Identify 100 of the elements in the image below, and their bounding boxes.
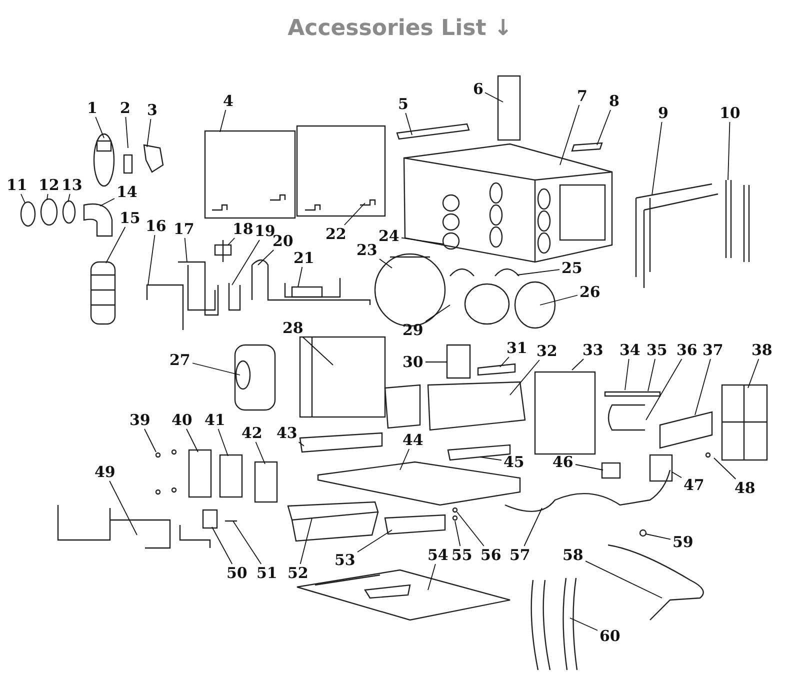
leader-line	[560, 104, 580, 166]
leader-line	[500, 356, 510, 368]
leader-line	[379, 258, 392, 268]
callout-number: 46	[552, 454, 574, 470]
callout-number: 42	[240, 425, 264, 441]
callout-number: 52	[286, 565, 310, 581]
leader-line	[524, 508, 542, 546]
callout-number: 11	[6, 177, 28, 193]
leader-line	[652, 122, 662, 196]
leader-line	[405, 112, 412, 136]
callout-number: 51	[256, 565, 278, 581]
callout-number: 30	[402, 354, 424, 370]
callout-number: 14	[116, 184, 138, 200]
callout-number: 39	[128, 412, 152, 428]
leader-line	[232, 520, 262, 564]
callout-number: 56	[480, 547, 502, 563]
callout-number: 36	[676, 342, 698, 358]
callout-number: 21	[292, 250, 316, 266]
leader-line	[714, 458, 736, 480]
callout-number: 41	[204, 412, 226, 428]
callout-number: 26	[578, 284, 602, 300]
leader-line	[300, 518, 312, 564]
leader-line	[454, 520, 461, 546]
leader-line	[585, 560, 662, 598]
leader-line	[648, 358, 656, 392]
callout-number: 48	[734, 480, 756, 496]
callout-number: 8	[608, 93, 620, 109]
callout-number: 43	[276, 425, 298, 441]
leader-line	[146, 118, 152, 148]
callout-number: 45	[502, 454, 526, 470]
leader-line	[344, 202, 366, 226]
callout-number: 31	[506, 340, 528, 356]
callout-number: 10	[718, 105, 742, 121]
leader-line	[228, 238, 236, 246]
leader-line	[218, 428, 228, 456]
callout-number: 2	[119, 100, 132, 116]
leader-line	[46, 194, 48, 200]
callout-number: 57	[508, 547, 532, 563]
leader-line	[144, 428, 156, 452]
leader-line	[401, 237, 444, 244]
leader-line	[672, 472, 682, 478]
callout-number: 1	[86, 100, 98, 116]
callout-number: 40	[170, 412, 194, 428]
callout-number: 55	[450, 547, 474, 563]
callout-number: 15	[118, 210, 142, 226]
callout-number: 60	[598, 628, 622, 644]
callout-number: 13	[60, 177, 84, 193]
callout-number: 34	[618, 342, 642, 358]
leader-line	[68, 194, 70, 202]
callout-number: 32	[536, 343, 558, 359]
callout-number: 5	[397, 96, 410, 112]
callout-number: 16	[144, 218, 168, 234]
leader-line	[232, 240, 260, 286]
leader-line	[255, 442, 266, 464]
callout-number: 25	[560, 260, 584, 276]
callout-number: 9	[657, 105, 670, 121]
leader-line	[184, 238, 188, 262]
leader-line	[572, 358, 584, 370]
callout-number: 4	[222, 93, 234, 109]
leader-line	[298, 266, 303, 288]
leader-line	[748, 358, 760, 388]
leader-line	[302, 336, 334, 366]
leader-line	[575, 464, 604, 470]
callout-number: 38	[750, 342, 774, 358]
leader-line	[624, 358, 630, 390]
leader-line	[570, 618, 598, 631]
leader-line	[694, 358, 711, 416]
callout-number: 33	[582, 342, 604, 358]
callout-number: 47	[682, 477, 706, 493]
leader-line	[540, 294, 578, 306]
leader-line	[20, 194, 26, 204]
leader-line	[516, 269, 560, 276]
callout-number: 27	[168, 352, 192, 368]
callout-number: 29	[402, 322, 424, 338]
callout-number: 44	[402, 432, 424, 448]
leader-line	[428, 564, 436, 590]
leader-line	[100, 198, 115, 206]
callout-number: 49	[94, 464, 116, 480]
callout-number: 6	[472, 81, 484, 97]
leader-line	[456, 512, 484, 546]
leader-line	[480, 456, 502, 461]
callout-number: 54	[426, 547, 450, 563]
leader-line	[212, 526, 233, 564]
callout-number: 50	[226, 565, 248, 581]
callout-number: 18	[232, 221, 254, 237]
callout-number: 58	[562, 547, 584, 563]
callout-number: 53	[334, 552, 356, 568]
callout-number: 35	[646, 342, 668, 358]
leader-line	[357, 530, 392, 552]
leader-line	[596, 110, 611, 146]
leader-line	[646, 358, 682, 420]
leader-line	[728, 122, 730, 180]
page-title: Accessories List ↓	[288, 16, 512, 41]
leader-line	[258, 250, 274, 266]
leader-line	[400, 448, 410, 470]
leader-line	[425, 304, 450, 322]
callout-number: 28	[282, 320, 304, 336]
callout-number: 37	[702, 342, 724, 358]
callout-number: 7	[576, 88, 588, 104]
leader-line	[106, 226, 126, 264]
